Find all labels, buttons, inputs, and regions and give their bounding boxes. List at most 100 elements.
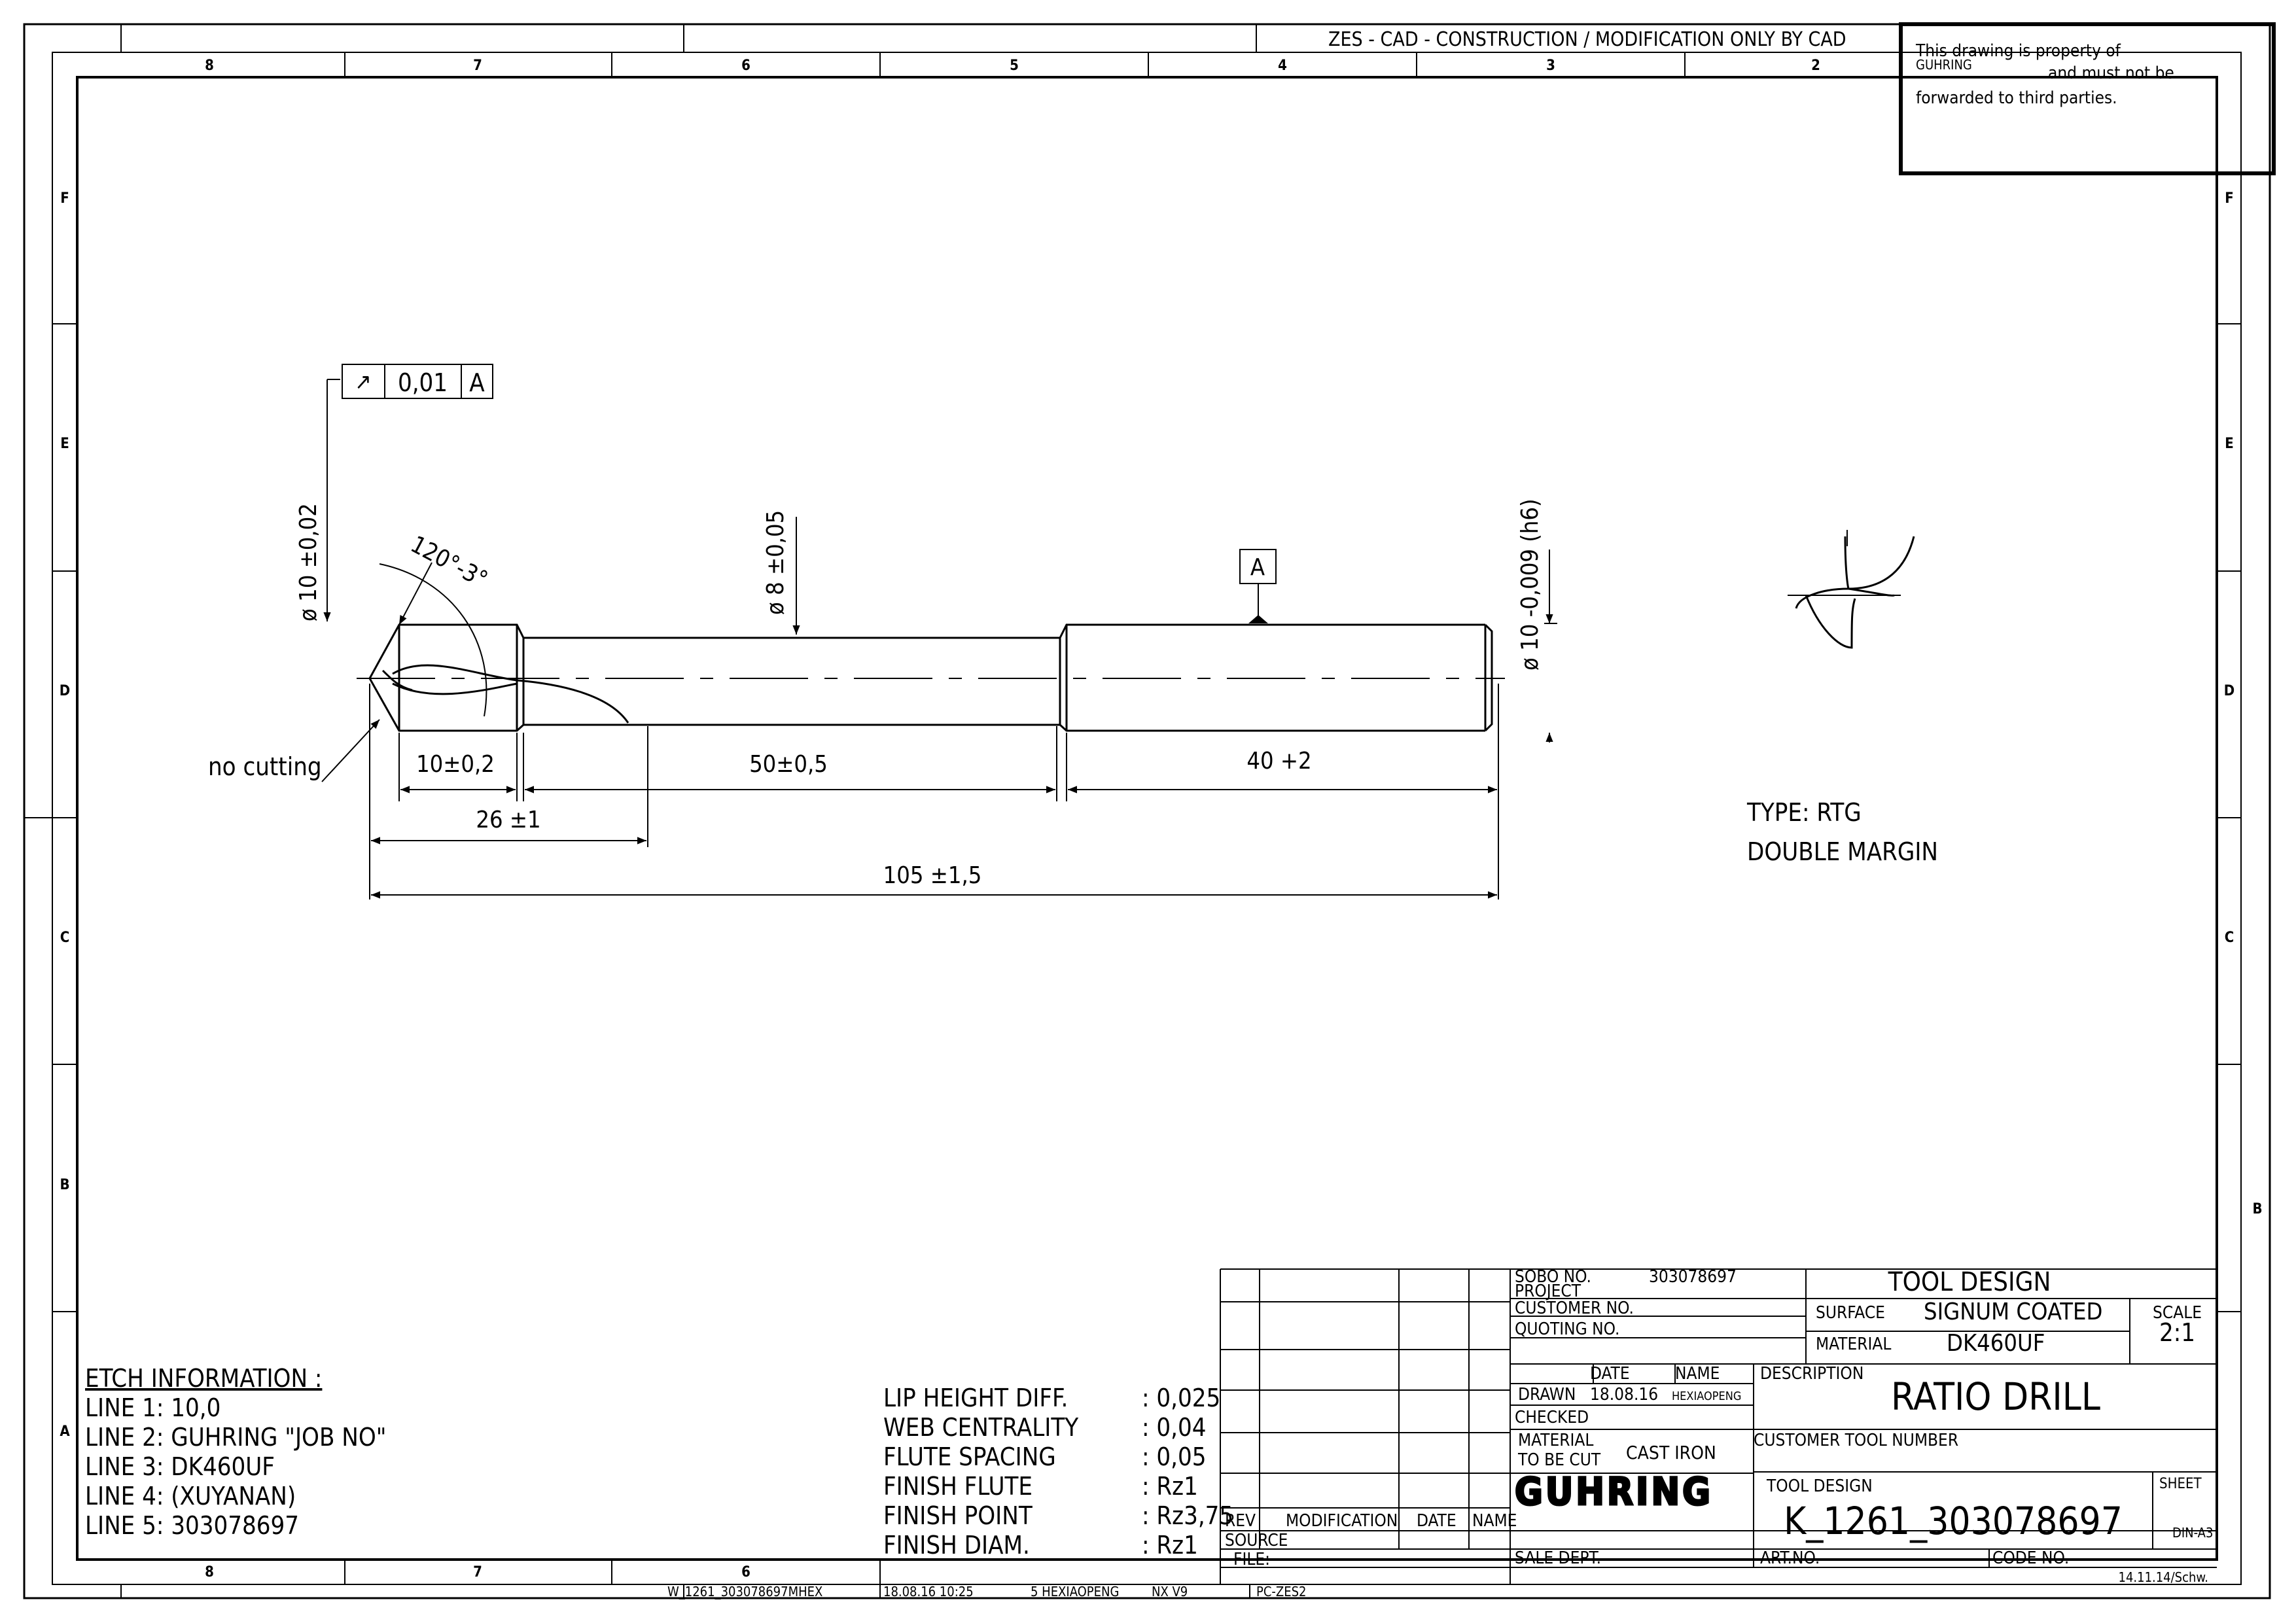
footer-filename: W_1261_303078697MHEX [667,1584,822,1599]
tb-surface-label: SURFACE [1816,1303,1885,1323]
tb-scale-value: 2:1 [2159,1318,2195,1347]
etch-line-1: LINE 1: 10,0 [85,1393,221,1422]
runout-datum: A [469,368,485,397]
tb-name-label: NAME [1675,1364,1720,1384]
bottom-col-label-6: 6 [741,1564,751,1580]
tb-drawn-date: 18.08.16 [1590,1385,1658,1405]
tb-description-label: DESCRIPTION [1760,1364,1863,1384]
dim-body-length: 50±0,5 [749,751,828,778]
spec-label-flute-spacing: FLUTE SPACING [883,1442,1056,1471]
row-label-b-right: B [2252,1201,2262,1217]
datum-a-box: A [1239,549,1277,584]
etch-information: ETCH INFORMATION : LINE 1: 10,0 LINE 2: … [85,1364,386,1540]
tb-code-no-label: CODE NO. [1992,1548,2069,1568]
rev-file-label: FILE: [1233,1550,1270,1569]
tb-material-label: MATERIAL [1816,1335,1891,1354]
bottom-col-label-8: 8 [205,1564,214,1580]
col-label-4: 4 [1278,58,1287,74]
tb-material-tbc-value: CAST IRON [1626,1442,1716,1463]
spec-label-finish-point: FINISH POINT [883,1501,1033,1530]
row-label-d-right: D [2224,683,2234,699]
row-label-a: A [60,1423,70,1440]
drill-end-view [1788,530,1915,649]
row-label-f: F [60,190,69,207]
datum-a-label: A [1250,554,1265,581]
tb-sobo-label: SOBO NO. [1515,1267,1591,1287]
footer-timestamp: 18.08.16 10:25 [883,1584,974,1599]
tb-project-label: PROJECT [1515,1282,1581,1301]
runout-tolerance: 0,01 [398,368,448,397]
col-label-8: 8 [205,58,214,74]
property-company: GUHRING [1916,57,1972,73]
tb-checked-label: CHECKED [1515,1408,1589,1427]
revision-block [1220,1268,2217,1584]
datum-triangle [1248,615,1268,623]
tb-surface-value: SIGNUM COATED [1924,1299,2102,1325]
dim-shank-length: 40 +2 [1246,748,1311,775]
footer-station: PC-ZES2 [1256,1584,1306,1599]
runout-control-frame: ↗ 0,01 A [342,364,493,399]
spec-value-finish-point: : Rz3,75 [1142,1501,1233,1530]
property-notice: This drawing is property of GUHRING and … [1899,22,2276,175]
type-note-line-1: TYPE: RTG [1746,798,1862,827]
tb-sheet-format: DIN-A3 [2172,1525,2213,1541]
footer-user: 5 HEXIAOPENG [1031,1584,1119,1599]
spec-value-web-centrality: : 0,04 [1142,1413,1206,1442]
property-line-3: forwarded to third parties. [1916,88,2117,108]
bottom-col-label-7: 7 [473,1564,482,1580]
tb-sobo-value: 303078697 [1649,1267,1737,1287]
spec-value-lip-height: : 0,025 [1142,1384,1220,1412]
tb-date-label: DATE [1590,1364,1630,1384]
dim-shank-diameter: ø 10 -0,009 (h6) [1517,498,1544,671]
spec-label-finish-diam: FINISH DIAM. [883,1531,1030,1560]
rev-col-modification: MODIFICATION [1286,1511,1398,1531]
etch-title: ETCH INFORMATION : [85,1364,322,1393]
col-label-7: 7 [473,58,482,74]
note-no-cutting: no cutting [208,752,322,781]
property-line-1: This drawing is property of [1915,41,2121,61]
tb-material-value: DK460UF [1947,1330,2045,1357]
rev-col-date: DATE [1417,1511,1457,1531]
property-line-2: and must not be [2048,63,2174,83]
tb-scale-label: SCALE [2153,1303,2202,1323]
type-note-line-2: DOUBLE MARGIN [1747,837,1938,866]
row-label-f-right: F [2225,190,2234,207]
tb-tool-design-label: TOOL DESIGN [1766,1476,1873,1496]
col-label-6: 6 [741,58,751,74]
tb-drawn-label: DRAWN [1518,1385,1576,1405]
etch-line-4: LINE 4: (XUYANAN) [85,1482,296,1510]
spec-list: LIP HEIGHT DIFF. : 0,025 WEB CENTRALITY … [883,1384,1233,1560]
dimensions [321,379,1557,899]
etch-line-5: LINE 5: 303078697 [85,1511,299,1540]
row-label-b: B [60,1177,69,1193]
spec-value-flute-spacing: : 0,05 [1142,1442,1206,1471]
dim-total-length: 105 ±1,5 [883,862,982,889]
dim-tip-diameter: ø 10 ±0,02 [295,503,322,621]
row-label-d: D [60,683,70,699]
footer-software: NX V9 [1152,1584,1188,1599]
rev-col-name: NAME [1472,1511,1517,1531]
col-label-3: 3 [1546,58,1555,74]
drill-side-view [357,623,1505,732]
tb-sale-dept-label: SALE DEPT. [1515,1548,1601,1568]
spec-label-web-centrality: WEB CENTRALITY [883,1413,1078,1442]
row-label-e: E [60,436,69,452]
etch-line-2: LINE 2: GUHRING "JOB NO" [85,1423,386,1452]
cad-banner: ZES - CAD - CONSTRUCTION / MODIFICATION … [1328,28,1846,51]
tb-drawn-name: HEXIAOPENG [1672,1389,1741,1403]
dim-point-angle: 120°-3° [406,531,492,594]
tb-material-tbc-line-2: TO BE CUT [1517,1450,1601,1470]
row-label-c-right: C [2225,930,2234,946]
row-label-c: C [60,930,70,946]
dim-flute-length: 26 ±1 [476,807,540,833]
drawing-frame: 8 7 6 5 4 3 2 8 7 6 F E D C B A F E D C … [23,23,2271,1599]
tb-tool-design-title: TOOL DESIGN [1888,1267,2051,1297]
tb-art-no-label: ART.NO. [1760,1548,1820,1568]
tb-customer-no-label: CUSTOMER NO. [1515,1299,1634,1318]
dim-body-diameter: ø 8 ±0,05 [762,510,789,615]
tb-template-ref: 14.11.14/Schw. [2119,1569,2208,1585]
col-label-5: 5 [1010,58,1019,74]
rev-source-label: SOURCE [1225,1531,1288,1550]
dim-step-length: 10±0,2 [416,751,495,778]
